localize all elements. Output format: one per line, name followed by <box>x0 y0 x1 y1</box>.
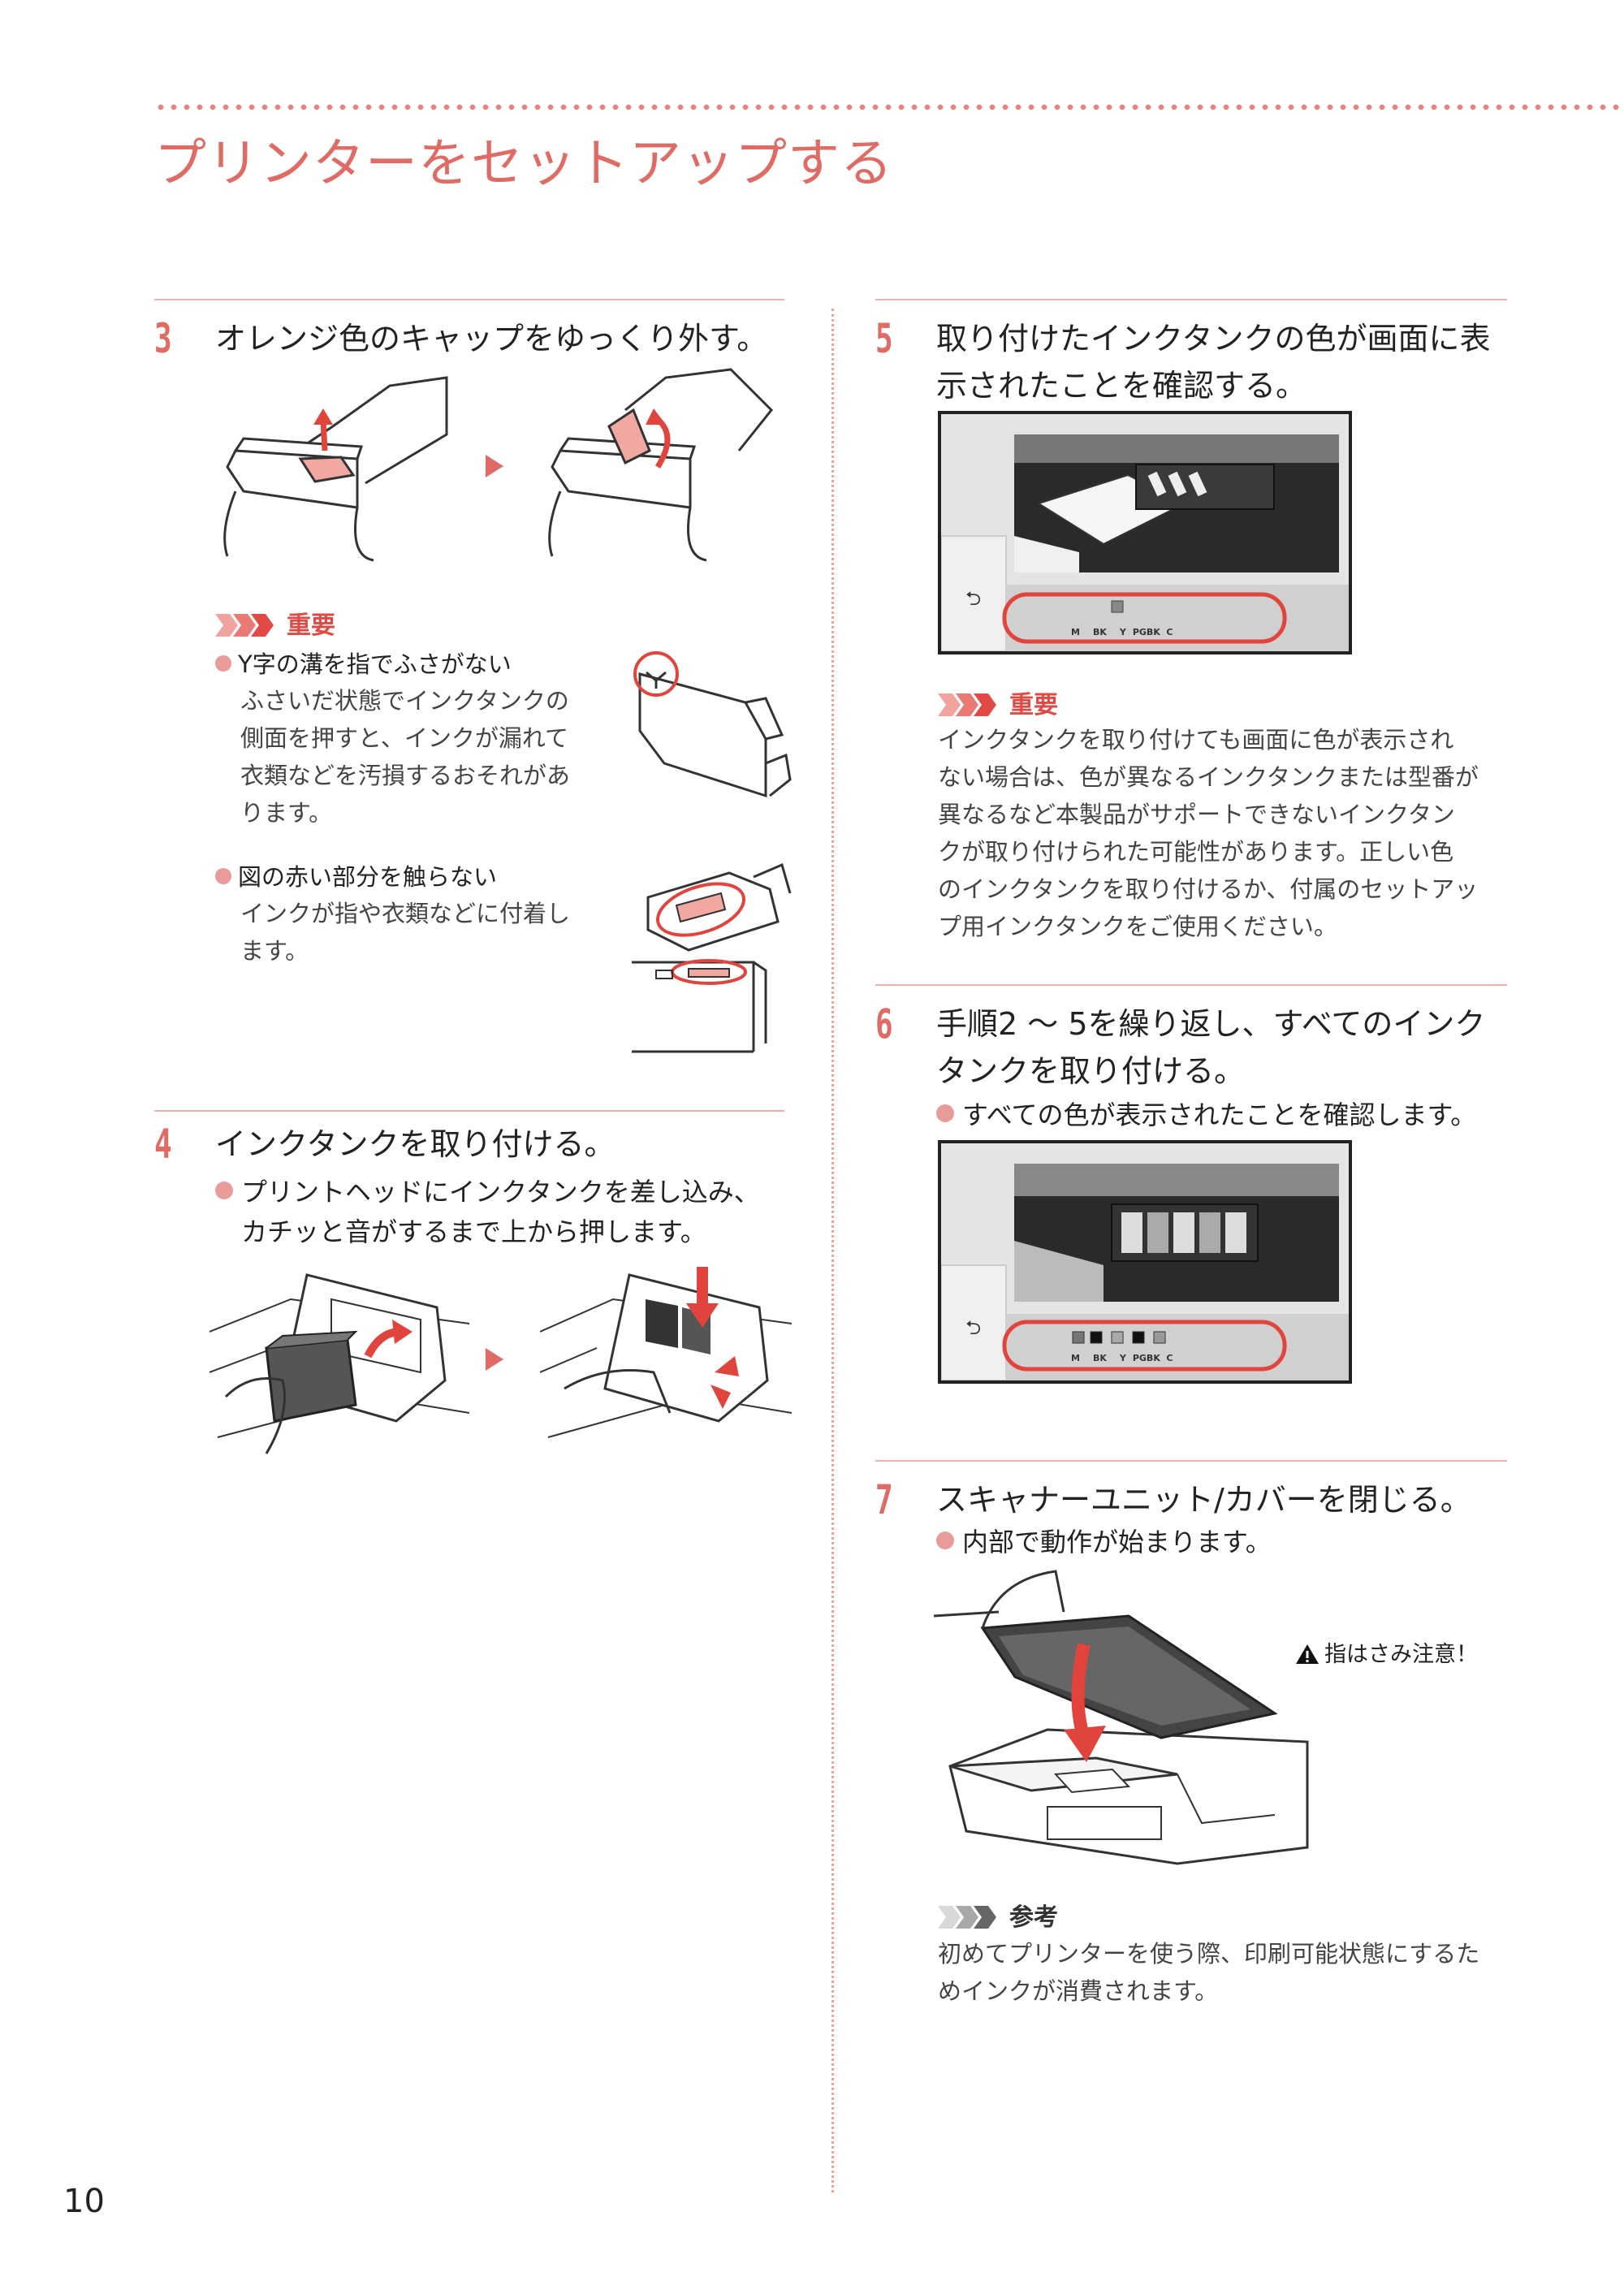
header-dotted-rule <box>154 104 1624 110</box>
ink-highlight-ring <box>1002 592 1287 644</box>
cap-removal-illustration-1 <box>223 376 448 562</box>
important-item-1-text: ふさいだ状態でインクタンクの 側面を押すと、インクが漏れて 衣類などを汚損するお… <box>240 687 571 827</box>
important-item-2-text: インクが指や衣類などに付着し ます。 <box>240 900 571 965</box>
ink-insert-illustration-2 <box>540 1267 792 1438</box>
scanner-close-illustration <box>934 1570 1309 1865</box>
pinch-warning: 指はさみ注意！ <box>1295 1636 1478 1668</box>
important-label: 重要 <box>287 611 335 640</box>
important-chevron-icon <box>938 693 996 716</box>
step-7-rule <box>875 1460 1507 1462</box>
important-step5-text: インクタンクを取り付けても画面に色が表示され ない場合は、色が異なるインクタンク… <box>938 726 1479 940</box>
step-4-rule <box>154 1110 784 1112</box>
step-5-number: 5 <box>875 315 893 362</box>
back-icon: ⮌ <box>965 587 981 610</box>
red-parts-illustration <box>632 862 792 1053</box>
step-6-number: 6 <box>875 1000 893 1048</box>
note-step7-text: 初めてプリンターを使う際、印刷可能状態にするた めインクが消費されます。 <box>938 1940 1480 2005</box>
ink-highlight-ring <box>1002 1320 1287 1372</box>
step-5-title: 取り付けたインクタンクの色が画面に表 示されたことを確認する。 <box>936 321 1491 404</box>
y-groove-illustration <box>633 651 792 798</box>
note-heading-step7: 参考 <box>938 1897 1058 1933</box>
step-3-number: 3 <box>154 315 172 362</box>
step-4-number: 4 <box>154 1121 172 1168</box>
step-4-bullet-cont: カチッと音がするまで上から押します。 <box>241 1216 706 1247</box>
important-heading-step3: 重要 <box>215 605 335 641</box>
step-3-rule <box>154 299 784 300</box>
page-title: プリンターをセットアップする <box>154 134 893 194</box>
step-7-number: 7 <box>875 1476 893 1523</box>
back-icon: ⮌ <box>965 1316 981 1339</box>
important-chevron-icon <box>215 614 274 637</box>
step-3-title: オレンジ色のキャップをゆっくり外す。 <box>215 321 768 356</box>
step-6-rule <box>875 984 1507 986</box>
ink-insert-illustration-1 <box>209 1273 469 1454</box>
cap-removal-illustration-2 <box>548 368 774 562</box>
page-number: 10 <box>63 2183 105 2220</box>
important-item-1-title: Y字の溝を指でふさがない <box>215 646 512 682</box>
important-item-2-title: 図の赤い部分を触らない <box>215 859 497 895</box>
note-label: 参考 <box>1009 1903 1058 1932</box>
step-7-title: スキャナーユニット/カバーを閉じる。 <box>936 1482 1471 1518</box>
important-label: 重要 <box>1009 691 1058 719</box>
step-6-title: 手順2 ～ 5を繰り返し、すべてのインク タンクを取り付ける。 <box>936 1006 1486 1089</box>
column-divider <box>831 309 834 2192</box>
warning-icon <box>1296 1644 1319 1664</box>
step-5-rule <box>875 299 1507 300</box>
note-chevron-icon <box>938 1906 996 1929</box>
sequence-arrow <box>486 455 503 477</box>
step-4-title: インクタンクを取り付ける。 <box>215 1126 615 1162</box>
step-4-bullet: プリントヘッドにインクタンクを差し込み、 <box>215 1172 760 1212</box>
sequence-arrow <box>486 1348 503 1371</box>
important-heading-step5: 重要 <box>938 685 1058 720</box>
step-7-bullet: 内部で動作が始まります。 <box>936 1522 1272 1562</box>
step-6-bullet: すべての色が表示されたことを確認します。 <box>936 1095 1476 1135</box>
